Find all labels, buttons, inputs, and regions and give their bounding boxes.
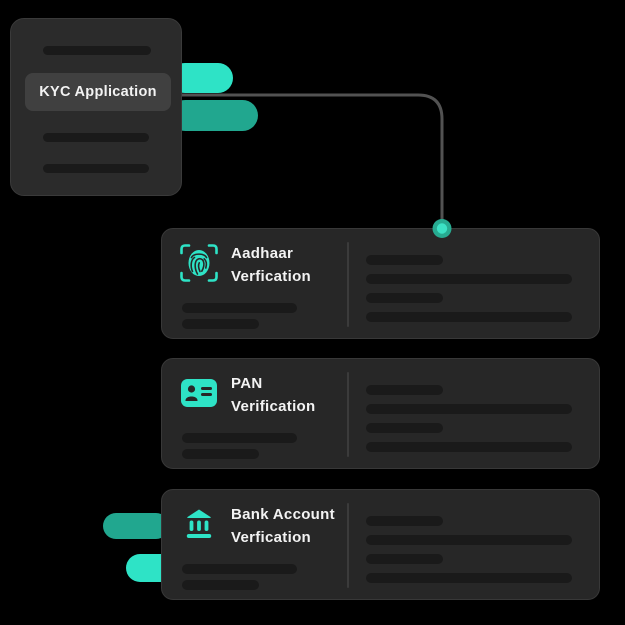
fingerprint-scan-icon	[179, 243, 219, 283]
step-card-aadhaar[interactable]: Aadhaar Verfication	[161, 228, 600, 339]
skeleton-line	[182, 580, 259, 590]
skeleton-line	[366, 516, 443, 526]
accent-pill-bottom-dark	[103, 513, 169, 539]
id-card-icon	[179, 373, 219, 413]
accent-pill-top-dark	[170, 100, 258, 131]
card-divider	[347, 503, 349, 588]
step-title-line1: Bank Account	[231, 506, 335, 523]
skeleton-line	[366, 573, 572, 583]
step-title: Aadhaar Verfication	[231, 242, 311, 288]
skeleton-line	[366, 423, 443, 433]
kyc-application-card[interactable]: KYC Application	[10, 18, 182, 196]
step-card-bank-account[interactable]: Bank Account Verfication	[161, 489, 600, 600]
skeleton-line	[366, 535, 572, 545]
skeleton-line	[43, 133, 149, 142]
step-title-line1: Aadhaar	[231, 245, 294, 262]
skeleton-line	[366, 312, 572, 322]
skeleton-line	[366, 554, 443, 564]
skeleton-line	[366, 404, 572, 414]
skeleton-line	[43, 164, 149, 173]
skeleton-line	[182, 303, 297, 313]
skeleton-line	[182, 449, 259, 459]
step-title-line2: Verification	[231, 398, 316, 415]
skeleton-line	[366, 255, 443, 265]
skeleton-line	[366, 293, 443, 303]
step-title: PAN Verification	[231, 372, 315, 418]
skeleton-line	[182, 433, 297, 443]
step-title-line2: Verfication	[231, 529, 311, 546]
skeleton-line	[43, 46, 151, 55]
step-title-line1: PAN	[231, 375, 263, 392]
card-divider	[347, 372, 349, 457]
step-card-pan[interactable]: PAN Verification	[161, 358, 600, 469]
card-divider	[347, 242, 349, 327]
skeleton-line	[366, 442, 572, 452]
step-title: Bank Account Verfication	[231, 503, 335, 549]
skeleton-line	[182, 319, 259, 329]
skeleton-line	[366, 274, 572, 284]
kyc-application-chip[interactable]: KYC Application	[25, 73, 171, 111]
skeleton-line	[366, 385, 443, 395]
bank-icon	[179, 504, 219, 544]
skeleton-line	[182, 564, 297, 574]
kyc-application-label: KYC Application	[39, 84, 157, 100]
step-title-line2: Verfication	[231, 268, 311, 285]
